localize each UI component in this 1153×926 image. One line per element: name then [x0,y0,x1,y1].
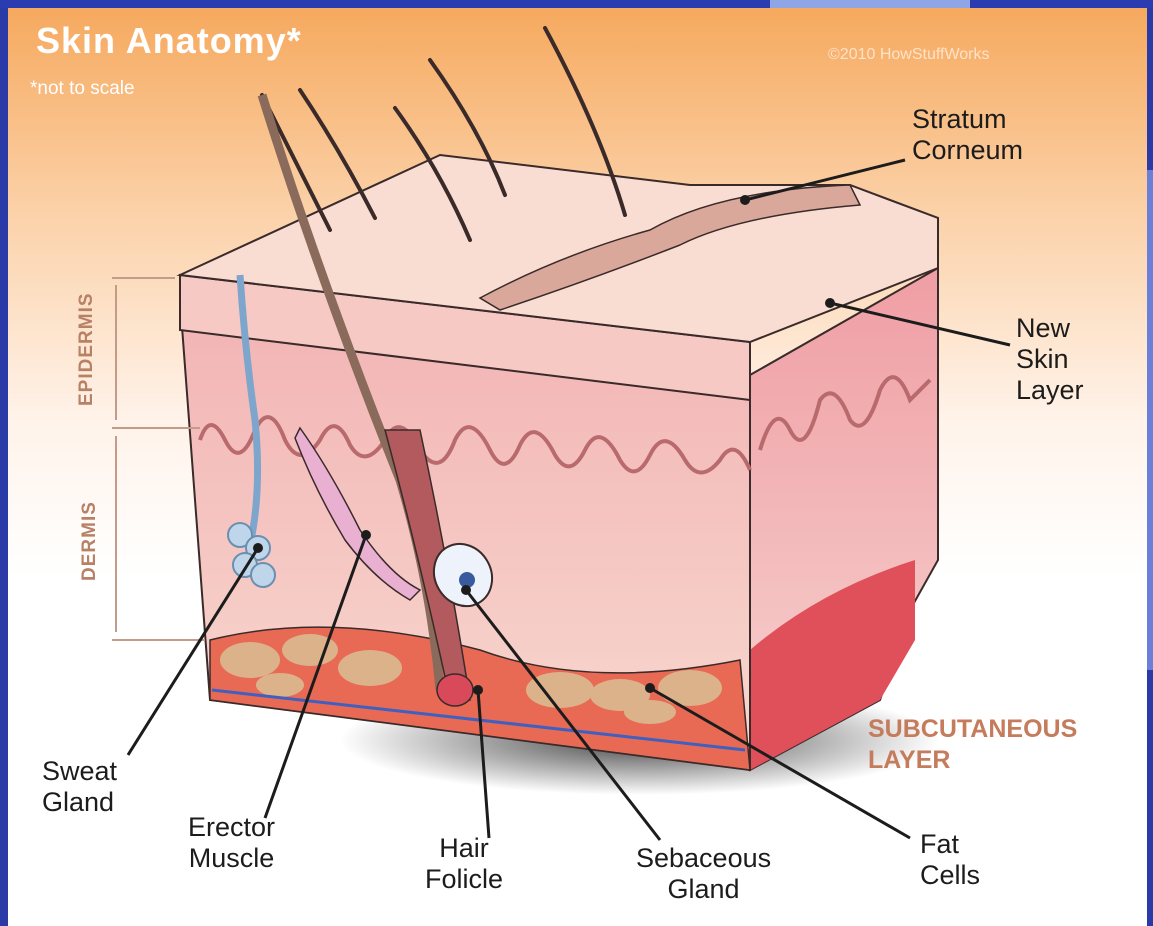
label-subcutaneous: SUBCUTANEOUS LAYER [868,714,1077,776]
hair-bulb [437,674,473,706]
label-dermis: DERMIS [79,491,101,581]
label-epidermis: EPIDERMIS [76,296,98,406]
copyright-notice: ©2010 HowStuffWorks [828,46,990,64]
diagram-title: Skin Anatomy* [36,20,302,62]
label-fat-cells: Fat Cells [920,829,980,891]
diagram-subtitle: *not to scale [30,78,135,100]
label-sweat-gland: Sweat Gland [42,756,117,818]
label-erector-muscle: Erector Muscle [188,812,275,874]
label-sebaceous-gland: Sebaceous Gland [636,843,771,905]
label-new-skin-layer: New Skin Layer [1016,313,1084,406]
label-hair-follicle: Hair Folicle [425,833,503,895]
label-stratum-corneum: Stratum Corneum [912,104,1023,166]
